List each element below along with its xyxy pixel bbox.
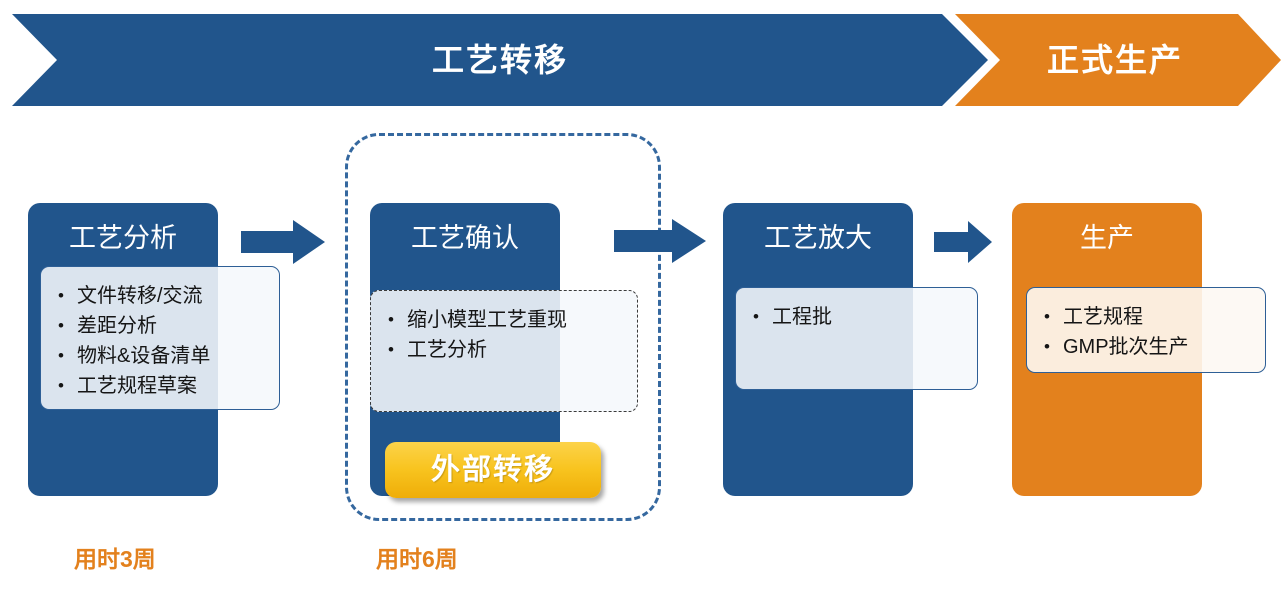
production-chevron-shape [955, 14, 1281, 106]
list-item: 工艺规程 [1044, 302, 1255, 332]
list-item: 工艺规程草案 [58, 371, 269, 401]
list-item: 差距分析 [58, 311, 269, 341]
list-item: 物料&设备清单 [58, 341, 269, 371]
duration-label-analysis: 用时3周 [74, 546, 156, 572]
stage-title-process-scale-up: 工艺放大 [764, 223, 872, 253]
flow-arrow-3 [934, 221, 992, 263]
list-item: 文件转移/交流 [58, 281, 269, 311]
transfer-chevron-shape [12, 14, 988, 106]
banner-chevrons [12, 14, 1281, 106]
stage-list-process-confirmation: 缩小模型工艺重现 工艺分析 [370, 290, 638, 412]
stage-list-production: 工艺规程 GMP批次生产 [1026, 287, 1266, 373]
stage-title-process-confirmation: 工艺确认 [411, 223, 519, 253]
stage-list-process-analysis: 文件转移/交流 差距分析 物料&设备清单 工艺规程草案 [40, 266, 280, 410]
list-item: 工艺分析 [388, 335, 627, 365]
list-item: 工程批 [753, 302, 967, 332]
duration-label-confirmation: 用时6周 [376, 546, 458, 572]
banner-transfer-label: 工艺转移 [431, 42, 568, 78]
process-banner: 工艺转移 正式生产 [0, 0, 1286, 120]
external-transfer-badge-label: 外部转移 [430, 453, 555, 486]
flow-arrow-2 [614, 219, 706, 263]
stage-title-production: 生产 [1080, 223, 1134, 253]
list-item: GMP批次生产 [1044, 332, 1255, 362]
external-transfer-badge[interactable]: 外部转移 [385, 442, 601, 498]
flow-arrow-1 [241, 220, 325, 264]
external-transfer-dashed-frame [345, 133, 661, 521]
stage-list-process-scale-up: 工程批 [735, 287, 978, 390]
list-item: 缩小模型工艺重现 [388, 305, 627, 335]
stage-title-process-analysis: 工艺分析 [69, 223, 177, 253]
banner-production-label: 正式生产 [1046, 42, 1183, 78]
